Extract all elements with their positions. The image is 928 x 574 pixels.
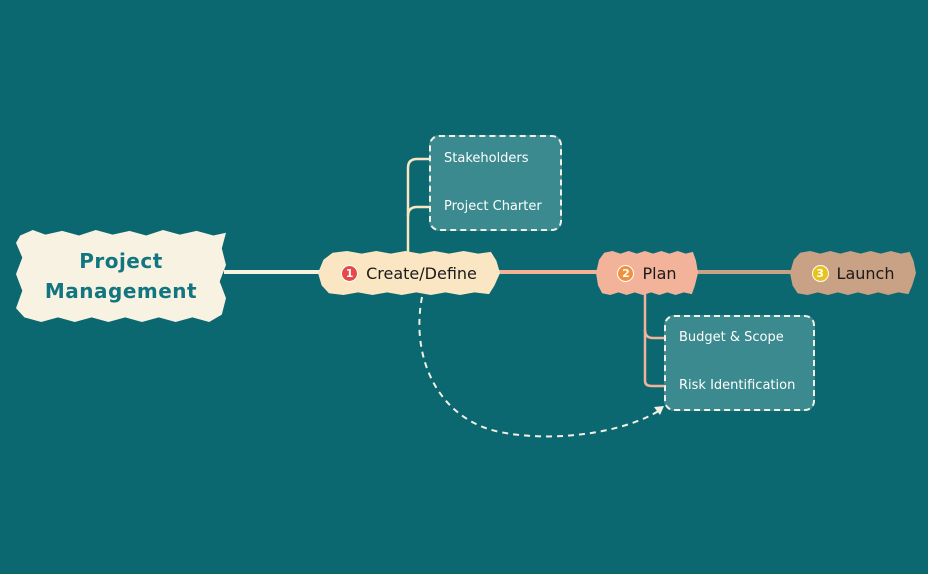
- stage-label-plan: Plan: [642, 263, 677, 283]
- stage-plan[interactable]: 2 Plan: [596, 251, 698, 295]
- subtopic-budget-scope[interactable]: Budget & Scope: [679, 330, 784, 345]
- branch-stakeholders: [406, 157, 438, 252]
- branch-budget-scope-top: [643, 329, 676, 340]
- subtopic-risk-identification[interactable]: Risk Identification: [679, 378, 796, 393]
- branch-budget-scope: [643, 292, 676, 388]
- root-title-line2: Management: [44, 279, 198, 303]
- subtopic-box-create: [429, 135, 562, 231]
- relationship-arrow: [418, 296, 661, 438]
- root-topic[interactable]: Project Management: [16, 230, 226, 322]
- badge-number-2: 2: [617, 264, 635, 282]
- subtopic-box-plan: [664, 315, 815, 411]
- stage-launch[interactable]: 3 Launch: [790, 251, 916, 295]
- subtopic-project-charter[interactable]: Project Charter: [444, 199, 542, 214]
- branch-project-charter: [406, 205, 438, 217]
- badge-number-1: 1: [341, 264, 359, 282]
- stage-create-define[interactable]: 1 Create/Define: [318, 251, 500, 295]
- stage-label-launch: Launch: [836, 263, 895, 283]
- badge-number-3: 3: [811, 264, 829, 282]
- relationship-arrowhead: [654, 406, 664, 415]
- stage-label-create-define: Create/Define: [366, 263, 477, 283]
- subtopic-stakeholders[interactable]: Stakeholders: [444, 151, 529, 166]
- root-title-line1: Project: [79, 249, 163, 273]
